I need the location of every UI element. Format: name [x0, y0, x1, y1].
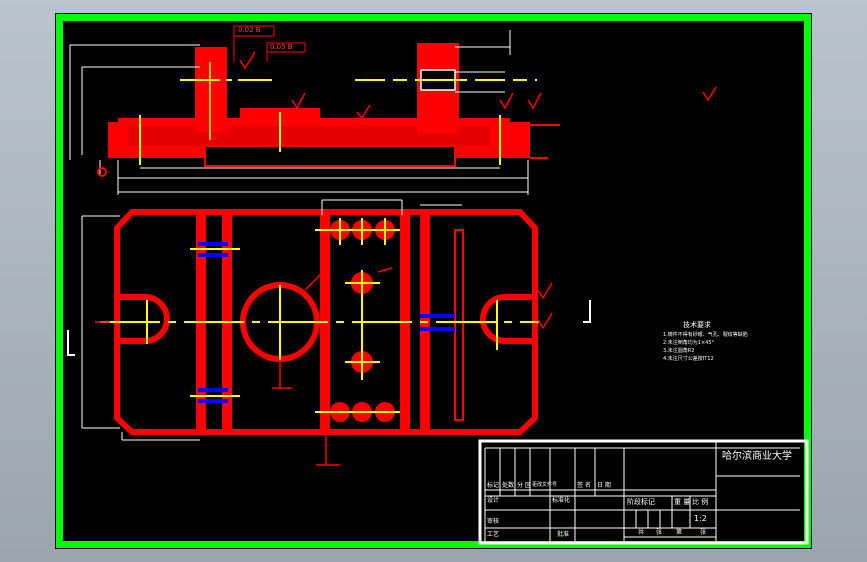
- revision-label: 签 名: [577, 482, 591, 489]
- revision-label: 处数: [502, 482, 515, 489]
- sheet-unit-label: 张: [700, 529, 707, 536]
- tech-requirement-item: 1.铸件不得有砂眼、气孔、裂纹等缺陷: [663, 332, 748, 338]
- scale-value: 1:2: [694, 514, 707, 523]
- sheet-no-label: 第: [676, 529, 683, 536]
- plan-view: [67, 199, 591, 466]
- tolerance-text-1: 0.02 B: [238, 26, 261, 34]
- dimension-lines: [69, 30, 529, 195]
- tech-requirements: 技术要求 1.铸件不得有砂眼、气孔、裂纹等缺陷 2.未注倒角均为1×45° 3.…: [663, 322, 748, 362]
- title-block-grid: [478, 439, 809, 545]
- bottom-recess-outline: [204, 145, 456, 167]
- revision-label: 分 区: [517, 482, 531, 489]
- section-view: [69, 30, 717, 195]
- standardization-label: 标准化: [552, 497, 571, 504]
- revision-label: 标记: [487, 482, 500, 489]
- stage-mark-label: 阶段标记: [627, 498, 655, 506]
- section-markers: [67, 300, 591, 356]
- tolerance-text-2: 0.05 B: [270, 43, 293, 51]
- tech-requirement-item: 4.未注尺寸公差按IT12: [663, 356, 714, 362]
- tolerance-frame-2: [266, 42, 306, 53]
- plan-dimensions: [81, 199, 462, 441]
- tech-requirements-heading: 技术要求: [683, 321, 711, 329]
- revision-label: 日 期: [597, 482, 611, 489]
- drawing-border: [56, 14, 811, 548]
- weight-label: 重 量: [674, 498, 691, 506]
- blue-keys: [198, 242, 455, 403]
- approve-label: 批准: [557, 531, 570, 538]
- left-lug: [108, 122, 128, 158]
- roughness-symbols: [239, 51, 717, 120]
- tech-requirement-item: 2.未注倒角均为1×45°: [663, 340, 715, 346]
- scale-label: 比 例: [692, 498, 709, 506]
- tech-requirement-item: 3.未注圆角R2: [663, 348, 695, 354]
- left-column: [195, 47, 227, 132]
- plan-centerlines: [100, 218, 540, 413]
- designer-label: 设计: [487, 497, 500, 504]
- rail-right-3: [454, 229, 464, 421]
- university-name: 哈尔滨商业大学: [722, 451, 792, 462]
- right-u-slot: [480, 294, 535, 344]
- reviewer-label: 审核: [487, 518, 500, 525]
- sheet-unit-label: 张: [656, 529, 663, 536]
- revision-label: 更改文件号: [532, 482, 558, 488]
- plan-leaders: [95, 267, 553, 466]
- right-lug: [490, 122, 530, 158]
- bottom-recess: [205, 146, 455, 166]
- plate-outline: [114, 209, 538, 435]
- left-u-slot: [117, 294, 170, 344]
- datum-circle: [97, 167, 107, 177]
- sheet-total-label: 共: [638, 529, 645, 536]
- process-label: 工艺: [487, 531, 500, 538]
